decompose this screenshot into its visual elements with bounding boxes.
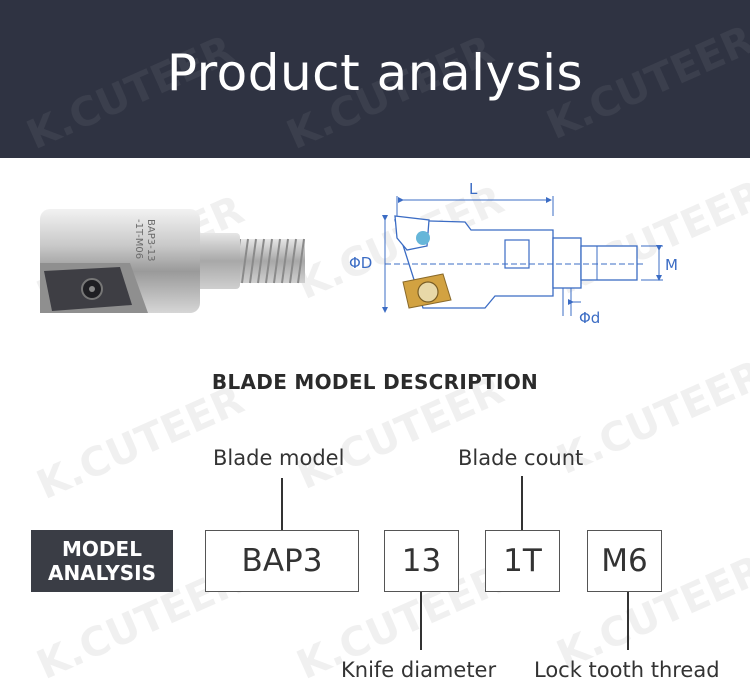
leader-line <box>420 592 422 650</box>
code-box-knife-diameter: 13 <box>384 530 459 592</box>
code-box-blade-model: BAP3 <box>205 530 359 592</box>
dimension-L: L <box>469 180 478 198</box>
shank-marking: BAP3-13 <box>145 219 156 261</box>
leader-line <box>521 476 523 530</box>
tag-line: ANALYSIS <box>47 561 157 585</box>
product-photo: BAP3-13 -1T-M06 <box>40 209 305 313</box>
technical-diagram: L ΦD M Φd <box>349 180 678 327</box>
label-blade-model: Blade model <box>213 446 345 470</box>
label-knife-diameter: Knife diameter <box>341 658 497 682</box>
tag-line: MODEL <box>62 537 142 561</box>
code-box-lock-thread: M6 <box>587 530 662 592</box>
watermark: K.CUTEER <box>30 377 251 509</box>
header-banner: K.CUTEER K.CUTEER K.CUTEER Product analy… <box>0 0 750 158</box>
section-title: BLADE MODEL DESCRIPTION <box>211 370 539 394</box>
shank-marking: -1T-M06 <box>133 219 144 259</box>
leader-line <box>627 592 629 650</box>
dimension-d: Φd <box>579 309 600 327</box>
page-title: Product analysis <box>166 44 584 102</box>
dimension-M: M <box>665 256 678 274</box>
code-box-blade-count: 1T <box>485 530 560 592</box>
label-lock-tooth-thread: Lock tooth thread <box>534 658 720 682</box>
label-blade-count: Blade count <box>458 446 584 470</box>
dimension-D: ΦD <box>349 254 372 272</box>
model-analysis-tag: MODEL ANALYSIS <box>31 530 173 592</box>
leader-line <box>281 478 283 530</box>
